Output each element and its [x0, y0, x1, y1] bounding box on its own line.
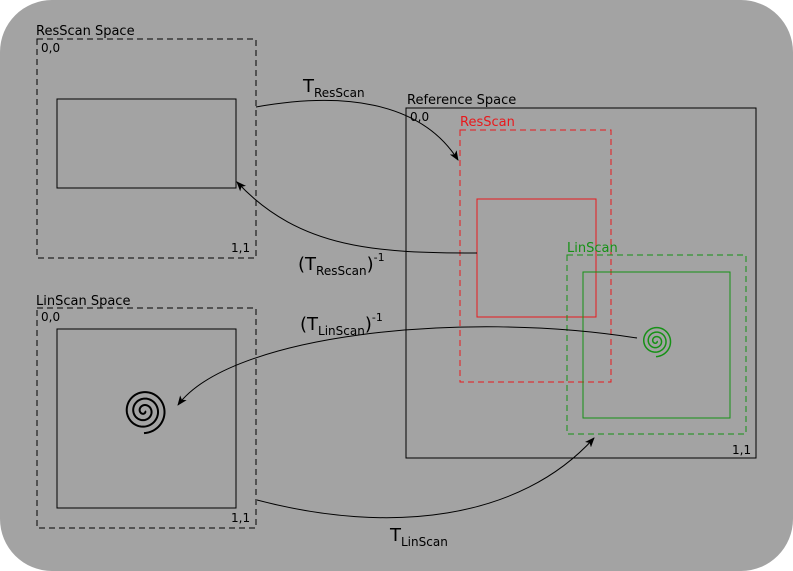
- t-linscan-inverse-arrow: [177, 326, 638, 406]
- resscan-space-corner-label: 1,1: [231, 241, 250, 255]
- t-resscan-inverse-sub: ResScan: [316, 264, 367, 278]
- spiral-icon: [125, 391, 166, 435]
- linscan-region-label: LinScan: [567, 241, 618, 256]
- t-resscan-label: TResScan: [302, 76, 365, 100]
- t-linscan-sub: LinScan: [401, 535, 448, 549]
- t-resscan-sub: ResScan: [314, 86, 365, 100]
- resscan-region-dashed: [459, 129, 612, 383]
- t-linscan-arrow: [256, 437, 595, 519]
- reference-space-origin-label: 0,0: [410, 110, 429, 124]
- linscan-image-rect: [56, 328, 237, 509]
- t-resscan-arrow: [255, 100, 459, 161]
- reference-space-title: Reference Space: [407, 93, 516, 108]
- t-linscan-inverse-label: (TLinScan)-1: [300, 311, 383, 338]
- linscan-space: LinScan Space 0,0 1,1: [36, 294, 257, 529]
- spiral-icon: [642, 326, 672, 358]
- linscan-space-origin-label: 0,0: [41, 310, 60, 324]
- transform-arrows: [177, 100, 638, 519]
- resscan-space-origin-label: 0,0: [41, 41, 60, 55]
- linscan-space-title: LinScan Space: [36, 294, 130, 309]
- reference-space-corner-label: 1,1: [732, 443, 751, 457]
- t-resscan-inverse-close: ): [367, 254, 374, 275]
- resscan-image-rect: [56, 98, 237, 189]
- t-resscan-inverse-label: (TResScan)-1: [298, 251, 385, 278]
- reference-space: Reference Space 0,0 1,1 ResScan LinScan: [405, 93, 757, 459]
- resscan-space-title: ResScan Space: [36, 24, 135, 39]
- t-linscan-inverse-close: ): [365, 314, 372, 335]
- t-linscan-inverse-open: (T: [300, 314, 319, 335]
- t-resscan-main: T: [302, 76, 315, 97]
- t-linscan-label: TLinScan: [389, 525, 448, 549]
- t-resscan-inverse-open: (T: [298, 254, 317, 275]
- linscan-region-rect: [582, 271, 731, 419]
- resscan-region-label: ResScan: [460, 115, 515, 130]
- t-linscan-main: T: [389, 525, 402, 546]
- t-linscan-inverse-sub: LinScan: [318, 324, 365, 338]
- resscan-region-rect: [476, 198, 597, 318]
- reference-space-frame: [405, 107, 757, 459]
- t-resscan-inverse-arrow: [236, 181, 478, 254]
- t-linscan-inverse-sup: -1: [372, 311, 383, 324]
- t-resscan-inverse-sup: -1: [374, 251, 385, 264]
- resscan-space: ResScan Space 0,0 1,1: [36, 24, 257, 259]
- linscan-space-corner-label: 1,1: [231, 511, 250, 525]
